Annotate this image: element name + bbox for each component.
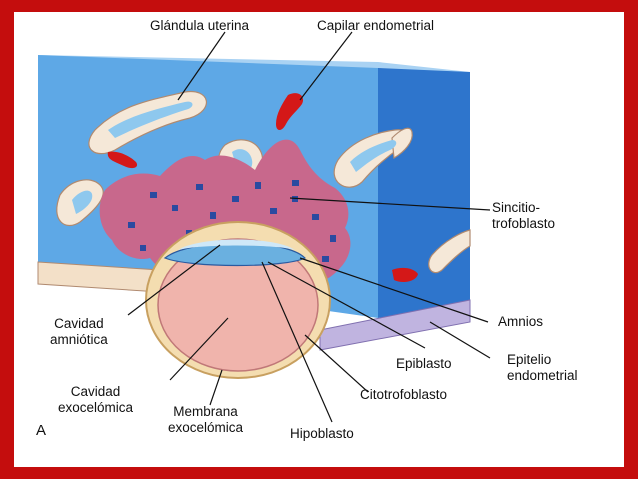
label-epithelium-line1: Epitelio	[507, 352, 552, 367]
exocoelomic-cavity	[157, 238, 319, 372]
label-syncytiotrophoblast: Sincitio- trofoblasto	[492, 200, 555, 232]
label-exocoelomic-line1: Cavidad	[70, 384, 121, 399]
label-amnion: Amnios	[498, 314, 544, 329]
label-cytotrophoblast: Citotrofoblasto	[360, 387, 448, 402]
pointer-lines	[127, 31, 491, 423]
label-exocoelomic-line2: exocelómica	[58, 400, 134, 415]
label-hypoblast: Hipoblasto	[290, 426, 354, 441]
amniotic-cavity	[178, 239, 295, 250]
label-uterine-gland: Glándula uterina	[150, 18, 250, 33]
gland-lumen	[72, 101, 397, 214]
label-endometrial-epithelium: Epitelio endometrial	[507, 352, 578, 384]
label-membrane-line1: Membrana	[173, 404, 238, 419]
label-membrane-line2: exocelómica	[168, 420, 244, 435]
label-exocoelomic-membrane: Membrana exocelómica	[168, 404, 243, 436]
label-amniotic-cavity: Cavidad amniótica	[50, 316, 108, 348]
label-amniotic-line2: amniótica	[50, 332, 108, 347]
label-amniotic-line1: Cavidad	[54, 316, 104, 331]
endometrial-epithelium	[37, 261, 471, 351]
panel-letter: A	[36, 422, 47, 439]
capillary	[107, 93, 418, 282]
label-syncytio-line1: Sincitio-	[492, 200, 541, 215]
label-epiblast: Epiblasto	[396, 356, 452, 371]
label-epithelium-line2: endometrial	[507, 368, 578, 383]
endometrium-side-face	[378, 68, 470, 318]
label-syncytio-line2: trofoblasto	[492, 216, 556, 231]
label-exocoelomic-cavity: Cavidad exocelómica	[58, 384, 133, 416]
label-endometrial-capillary: Capilar endometrial	[317, 18, 435, 33]
